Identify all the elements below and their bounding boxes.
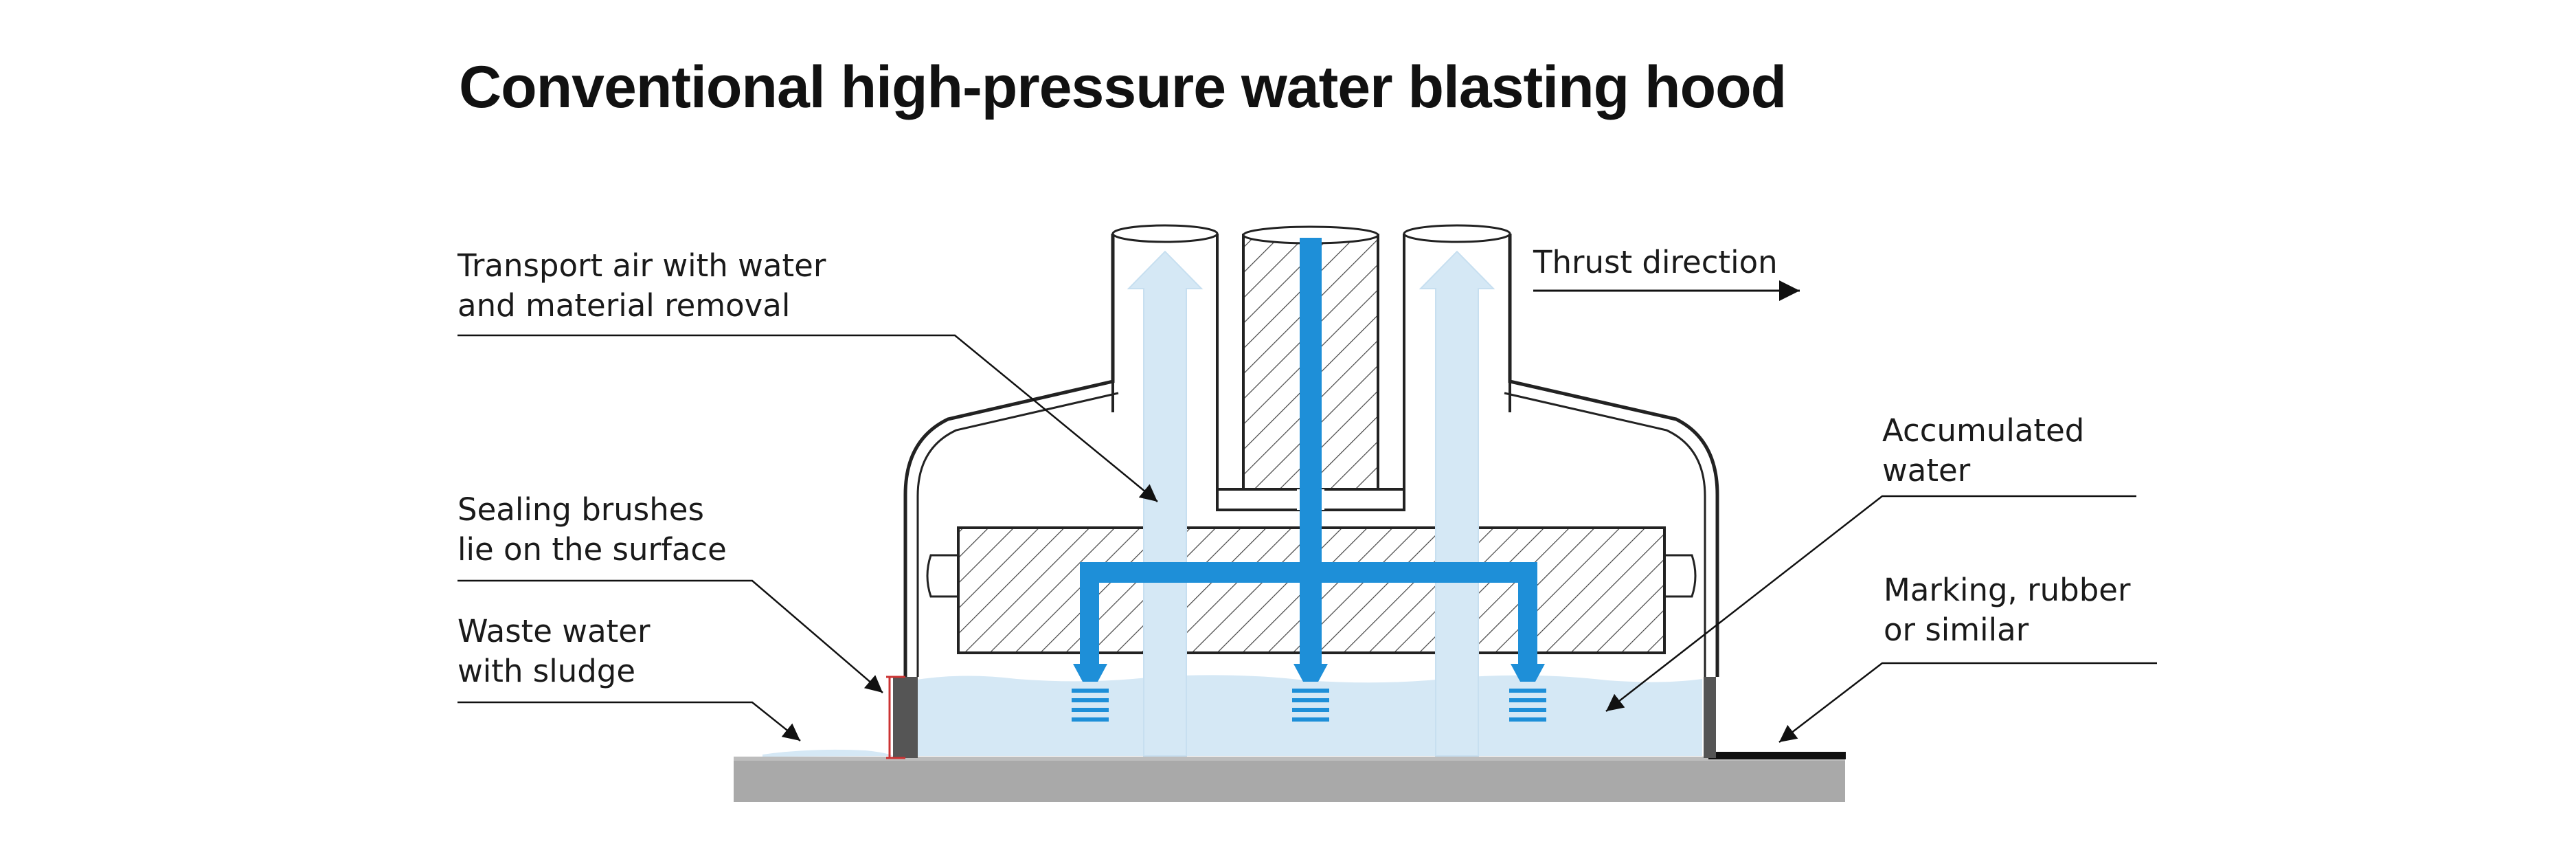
label-transport-air-line2: and material removal (457, 287, 791, 324)
transport-air-arrow-left (1127, 250, 1204, 757)
label-waste-water-line2: with sludge (457, 653, 636, 689)
suction-tube-right-top (1403, 224, 1511, 243)
spray-jet-right (1509, 689, 1546, 722)
label-sealing-brushes-line2: lie on the surface (457, 531, 727, 568)
spray-jet-center (1292, 689, 1329, 722)
diagram-title: Conventional high-pressure water blastin… (459, 54, 1787, 120)
transport-air-arrow-right (1419, 250, 1495, 757)
label-accumulated-water-line2: water (1882, 452, 1971, 489)
leader-waste-water (457, 701, 801, 741)
leader-transport-air (457, 334, 1158, 502)
label-transport-air: Transport air with water and material re… (457, 246, 826, 326)
suction-tube-left (1111, 234, 1219, 489)
waste-water-puddle (762, 749, 893, 757)
suction-tube-left-top (1111, 224, 1219, 243)
sealing-brush-left (893, 677, 918, 758)
nozzle-left (1073, 664, 1107, 682)
marking-rubber-strip (1708, 752, 1846, 759)
label-thrust-direction: Thrust direction (1533, 243, 1778, 282)
label-sealing-brushes-line1: Sealing brushes (457, 491, 704, 528)
water-channel-left-drop (1080, 562, 1099, 665)
water-channel-right-drop (1518, 562, 1537, 665)
label-waste-water: Waste water with sludge (457, 612, 650, 691)
side-handle-right (1664, 554, 1697, 598)
label-waste-water-line1: Waste water (457, 613, 651, 649)
accumulated-water-pool (912, 675, 1702, 756)
ground-top-edge (734, 757, 1845, 761)
label-transport-air-line1: Transport air with water (457, 247, 826, 284)
label-marking-rubber-line1: Marking, rubber (1884, 572, 2131, 608)
label-thrust-direction-line1: Thrust direction (1533, 244, 1778, 280)
leader-marking-rubber (1778, 662, 2157, 743)
suction-tube-right (1403, 234, 1511, 489)
nozzle-center (1293, 664, 1328, 682)
hood-shell (903, 234, 1719, 677)
side-handle-left (926, 554, 958, 598)
leader-sealing-brushes (457, 579, 883, 693)
spray-jet-left (1072, 689, 1109, 722)
water-feed-vertical (1300, 238, 1322, 664)
leader-accumulated-water (1605, 495, 2136, 712)
hood-shell-inner (916, 392, 1706, 677)
label-marking-rubber-line2: or similar (1884, 612, 2029, 648)
label-marking-rubber: Marking, rubber or similar (1884, 570, 2131, 650)
sealing-brush-right (1704, 677, 1716, 758)
nozzle-right (1511, 664, 1545, 682)
water-channel-horizontal (1080, 562, 1537, 583)
label-accumulated-water-line1: Accumulated (1882, 412, 2085, 449)
ground-surface (734, 759, 1845, 802)
label-sealing-brushes: Sealing brushes lie on the surface (457, 490, 727, 570)
label-accumulated-water: Accumulated water (1882, 411, 2084, 491)
